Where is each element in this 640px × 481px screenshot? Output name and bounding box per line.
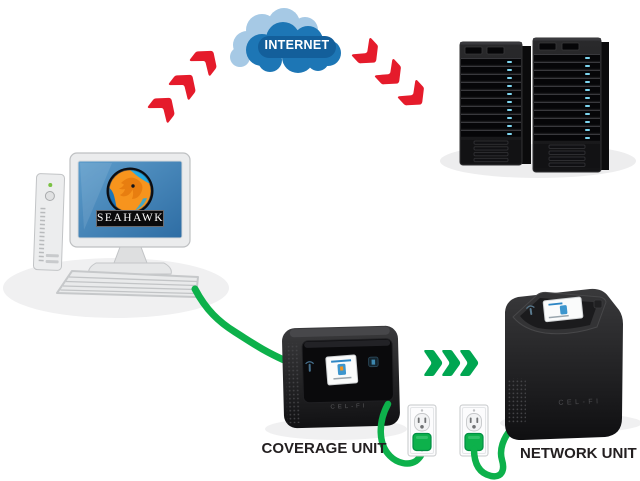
- menu-button-icon: [593, 299, 603, 309]
- server-rack-icon: [459, 37, 609, 173]
- monitor-stand-neck: [113, 246, 148, 264]
- antenna-icon: [526, 305, 535, 315]
- internet-label: INTERNET: [264, 38, 330, 52]
- cable-outlet-to-network: [470, 424, 516, 480]
- seahawk-logo-text: SEAHAWK: [96, 210, 164, 227]
- downlink-chevrons-icon: [351, 37, 431, 113]
- monitor-stand-base: [88, 262, 172, 275]
- coverage-unit-screen: [325, 354, 359, 386]
- power-outlet-left-icon: [407, 404, 437, 457]
- power-button: [44, 191, 55, 202]
- coverage-unit-device: [282, 325, 400, 429]
- network-unit-screen: [542, 296, 584, 323]
- internet-pill: [258, 36, 336, 58]
- desktop-computer-icon: [32, 152, 199, 298]
- power-plug-left-icon: [412, 432, 432, 452]
- antenna-icon: [305, 361, 315, 372]
- uplink-chevrons-icon: [147, 43, 223, 124]
- desktop-tower-icon: [32, 173, 66, 271]
- network-unit-device: [505, 288, 623, 441]
- link-chevrons-icon: [424, 350, 479, 376]
- keyboard-icon: [56, 270, 199, 298]
- coverage-unit-label: COVERAGE UNIT: [261, 440, 387, 457]
- seahawk-logo-icon: [106, 167, 154, 215]
- cable-computer-to-coverage: [191, 285, 290, 365]
- internet-cloud-icon: [230, 8, 341, 73]
- network-unit-label: NETWORK UNIT: [520, 445, 637, 462]
- menu-button-icon: [368, 356, 379, 368]
- power-led: [48, 183, 53, 188]
